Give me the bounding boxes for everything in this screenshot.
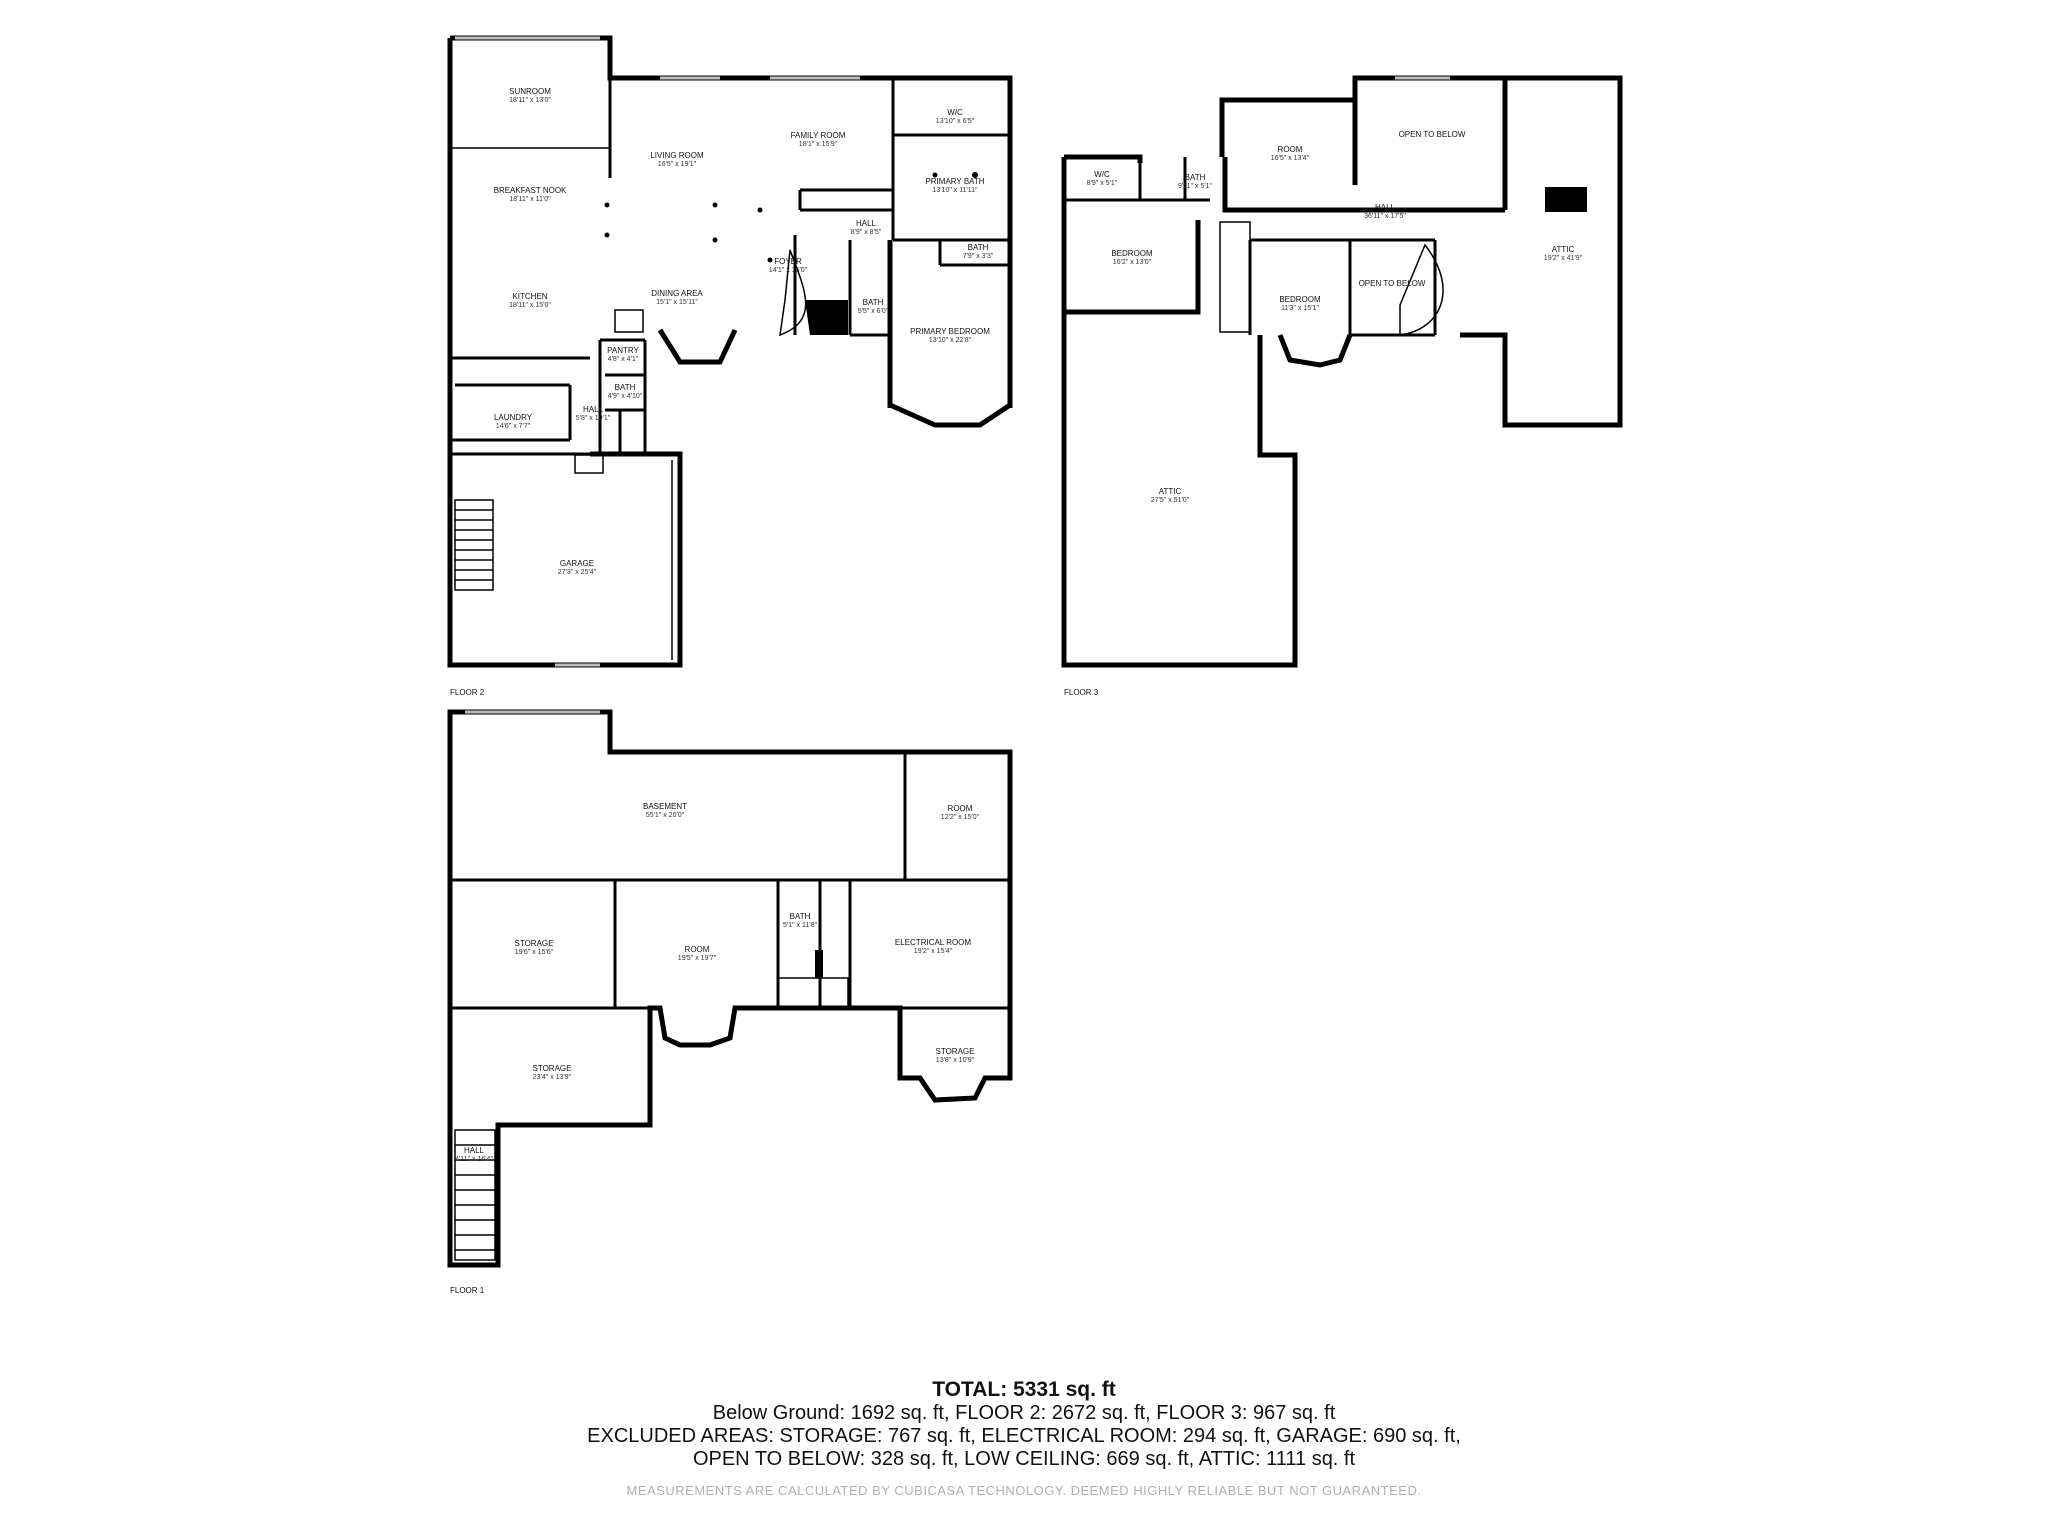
room-dims: 13'8" x 10'9"	[936, 1057, 975, 1064]
room-label: LAUNDRY	[494, 413, 533, 422]
disclaimer: MEASUREMENTS ARE CALCULATED BY CUBICASA …	[626, 1483, 1422, 1498]
room-label: FOYER	[774, 257, 802, 266]
room-dims: 18'11" x 15'0"	[509, 302, 551, 309]
room-dims: 13'10" x 6'5"	[936, 118, 975, 125]
room-dims: 19'2" x 41'9"	[1544, 255, 1583, 262]
room-label: ROOM	[1278, 145, 1303, 154]
room-dims: 23'4" x 13'9"	[533, 1074, 572, 1081]
room-label: BATH	[615, 383, 636, 392]
room-dims: 4'9" x 4'10"	[608, 393, 643, 400]
room-label: OPEN TO BELOW	[1399, 130, 1466, 139]
room-label: ATTIC	[1159, 487, 1182, 496]
room-label: STORAGE	[515, 939, 554, 948]
room-label: BEDROOM	[1279, 295, 1321, 304]
room-label: GARAGE	[560, 559, 594, 568]
room-dims: 27'3" x 25'4"	[558, 569, 597, 576]
floor-1-labels: BASEMENT 55'1" x 20'0" ROOM 12'2" x 15'0…	[450, 802, 980, 1295]
room-dims: 27'5" x 51'0"	[1151, 497, 1190, 504]
room-label: PRIMARY BEDROOM	[910, 327, 990, 336]
excluded-areas-continued: OPEN TO BELOW: 328 sq. ft, LOW CEILING: …	[692, 1448, 1356, 1470]
room-dims: 8'9" x 8'5"	[851, 229, 882, 236]
room-dims: 8'9" x 5'1"	[1087, 180, 1118, 187]
room-dims: 4'11" x 16'4"	[455, 1156, 493, 1163]
room-label: BEDROOM	[1111, 249, 1153, 258]
room-label: FAMILY ROOM	[791, 131, 846, 140]
room-dims: 13'10" x 11'11"	[932, 187, 978, 194]
room-label: BASEMENT	[643, 802, 687, 811]
room-label: W/C	[947, 108, 963, 117]
floor-3-plan	[1061, 75, 1623, 668]
total-area: TOTAL: 5331 sq. ft	[932, 1378, 1116, 1401]
room-label: ATTIC	[1552, 245, 1575, 254]
room-label: SUNROOM	[509, 87, 551, 96]
room-dims: 18'11" x 11'0"	[509, 196, 551, 203]
room-dims: 55'1" x 20'0"	[646, 812, 685, 819]
floor-1-plan	[447, 709, 1013, 1268]
floor-2-plan	[447, 35, 1013, 668]
room-label: BATH	[863, 298, 884, 307]
room-dims: 16'2" x 13'0"	[1113, 259, 1152, 266]
room-label: BREAKFAST NOOK	[494, 186, 567, 195]
excluded-areas: EXCLUDED AREAS: STORAGE: 767 sq. ft, ELE…	[587, 1425, 1461, 1447]
room-dims: 15'1" x 15'11"	[656, 299, 698, 306]
room-label: PANTRY	[607, 346, 639, 355]
room-label: ELECTRICAL ROOM	[895, 938, 971, 947]
room-label: W/C	[1094, 170, 1110, 179]
room-dims: 5'1" x 11'8"	[783, 922, 817, 929]
floor-label: FLOOR 3	[1064, 688, 1099, 697]
room-label: HALL	[1375, 203, 1396, 212]
room-dims: 5'8" x 10'1"	[576, 415, 611, 422]
room-dims: 36'11" x 17'5"	[1364, 213, 1406, 220]
room-dims: 19'5" x 19'7"	[678, 955, 717, 962]
floor-label: FLOOR 2	[450, 688, 485, 697]
room-label: OPEN TO BELOW	[1359, 279, 1426, 288]
room-dims: 16'5" x 19'1"	[658, 161, 697, 168]
room-label: HALL	[464, 1146, 485, 1155]
room-dims: 5'5" x 6'0"	[858, 308, 889, 315]
room-dims: 9'11" x 5'1"	[1178, 183, 1212, 190]
room-dims: 19'2" x 15'4"	[914, 948, 953, 955]
room-dims: 7'9" x 3'3"	[963, 253, 994, 260]
floor-3-labels: W/C 8'9" x 5'1" BATH 9'11" x 5'1" ROOM 1…	[1064, 130, 1583, 697]
room-dims: 18'1" x 15'9"	[799, 141, 838, 148]
room-dims: 19'6" x 15'6"	[515, 949, 554, 956]
area-breakdown: Below Ground: 1692 sq. ft, FLOOR 2: 2672…	[712, 1402, 1336, 1424]
room-dims: 14'6" x 7'7"	[496, 423, 531, 430]
room-label: PRIMARY BATH	[925, 177, 984, 186]
room-dims: 16'5" x 13'4"	[1271, 155, 1310, 162]
floor-2-labels: SUNROOM 18'11" x 13'0" BREAKFAST NOOK 18…	[450, 87, 994, 697]
room-label: HALL	[583, 405, 604, 414]
room-label: BATH	[968, 243, 989, 252]
room-dims: 18'11" x 13'0"	[509, 97, 551, 104]
room-label: BATH	[1185, 173, 1206, 182]
room-dims: 14'1" x 15'0"	[769, 267, 808, 274]
floor-label: FLOOR 1	[450, 1286, 485, 1295]
room-label: STORAGE	[936, 1047, 975, 1056]
room-label: BATH	[790, 912, 811, 921]
room-label: LIVING ROOM	[650, 151, 704, 160]
room-label: ROOM	[685, 945, 710, 954]
room-label: HALL	[856, 219, 877, 228]
area-summary: TOTAL: 5331 sq. ft Below Ground: 1692 sq…	[0, 1378, 2048, 1498]
room-dims: 13'10" x 22'8"	[929, 337, 972, 344]
room-dims: 11'3" x 15'1"	[1281, 305, 1319, 312]
room-dims: 12'2" x 15'0"	[941, 814, 980, 821]
room-label: STORAGE	[533, 1064, 572, 1073]
room-label: DINING AREA	[651, 289, 703, 298]
room-label: KITCHEN	[512, 292, 547, 301]
room-dims: 4'8" x 4'1"	[608, 356, 639, 363]
room-label: ROOM	[948, 804, 973, 813]
